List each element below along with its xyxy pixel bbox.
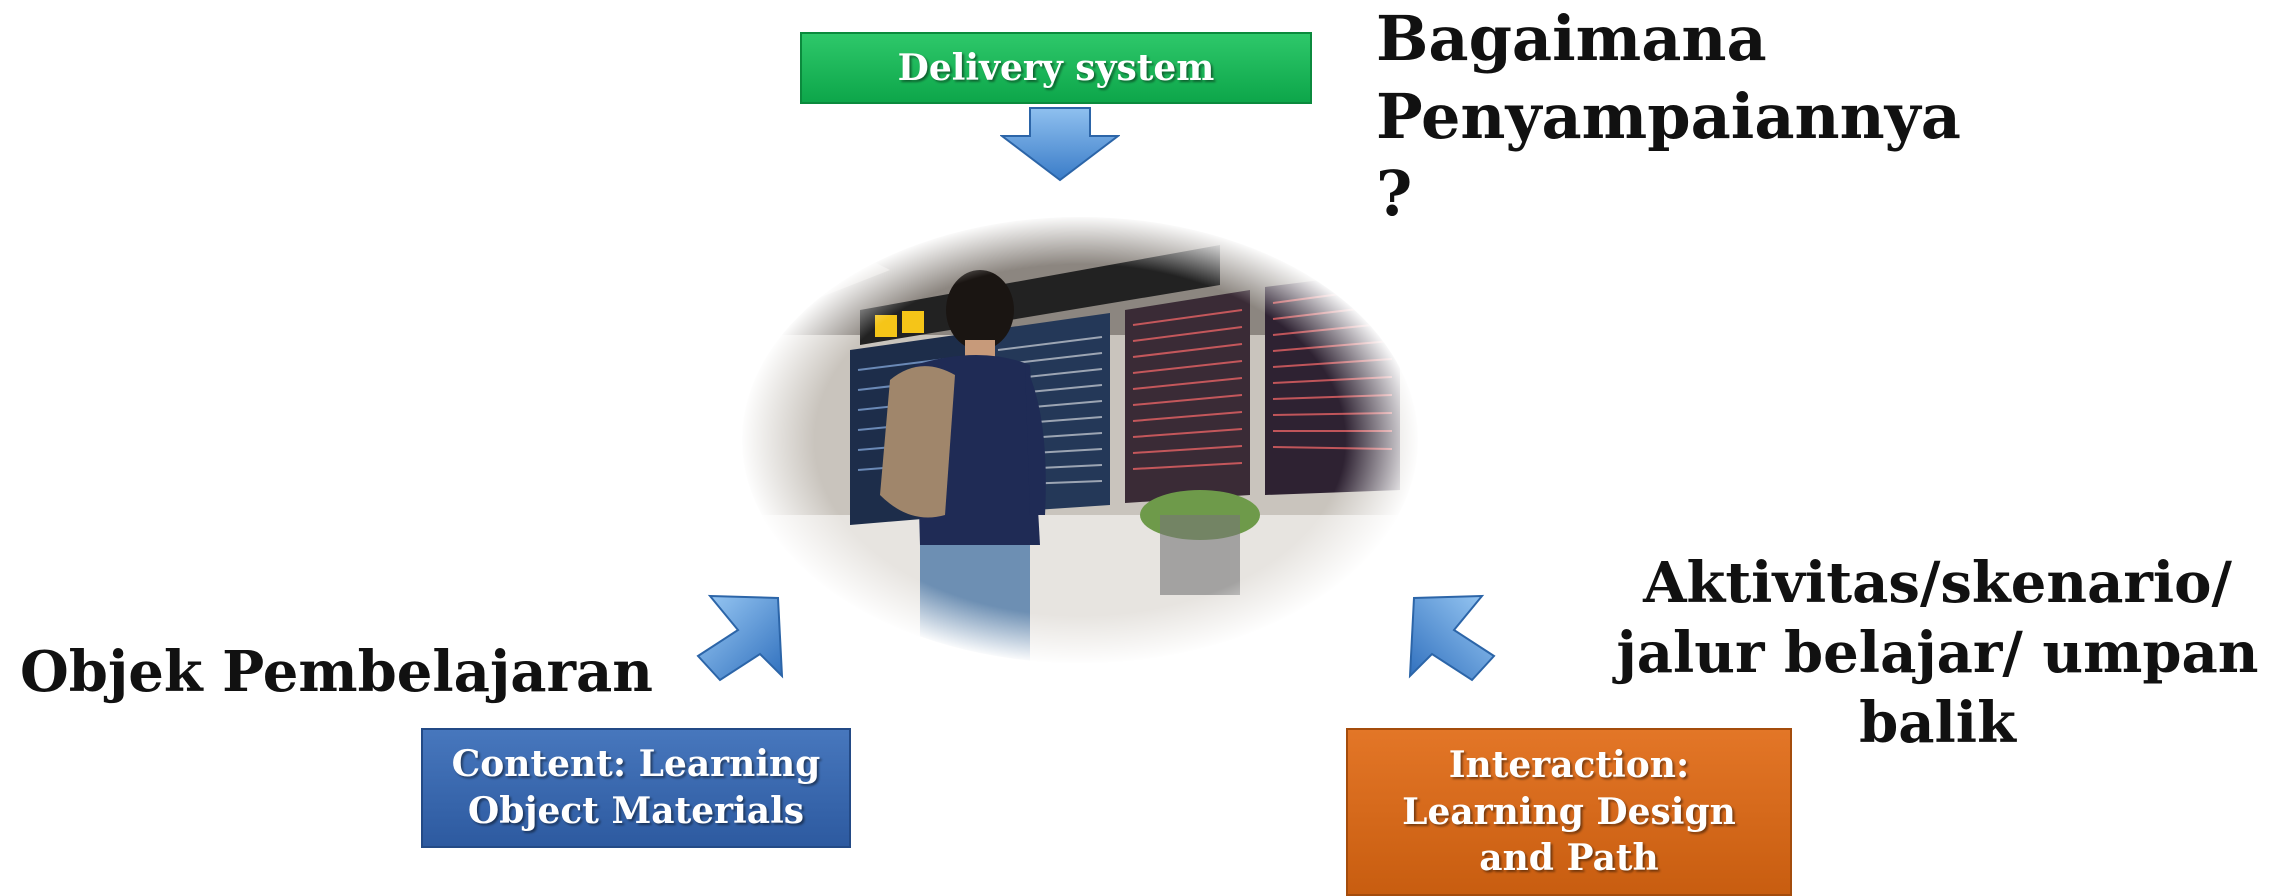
aktivitas-line-3: balik: [1859, 690, 2016, 756]
question-line-1: Bagaimana: [1376, 2, 1767, 75]
interaction-line-3: and Path: [1479, 837, 1659, 880]
question-line-3: ?: [1376, 157, 1413, 230]
interaction-line-1: Interaction:: [1448, 743, 1690, 786]
aktivitas-line-1: Aktivitas/skenario/: [1643, 550, 2232, 616]
interaction-box: Interaction: Learning Design and Path: [1346, 728, 1792, 896]
up-right-arrow-icon: [696, 594, 784, 682]
aktivitas-line-2: jalur belajar/ umpan: [1616, 620, 2259, 686]
delivery-system-box: Delivery system: [800, 32, 1312, 104]
content-line-1: Content: Learning: [451, 743, 821, 786]
interaction-line-2: Learning Design: [1402, 790, 1736, 833]
traveler-photo: [740, 215, 1420, 665]
question-heading: Bagaimana Penyampaiannya ?: [1376, 0, 1961, 233]
content-box: Content: Learning Object Materials: [421, 728, 851, 848]
delivery-system-label: Delivery system: [897, 46, 1215, 89]
aktivitas-label: Aktivitas/skenario/ jalur belajar/ umpan…: [1585, 548, 2290, 758]
content-line-2: Object Materials: [467, 790, 805, 832]
down-arrow-icon: [1000, 107, 1120, 182]
up-left-arrow-icon: [1408, 594, 1496, 682]
question-line-2: Penyampaiannya: [1376, 79, 1961, 153]
objek-pembelajaran-label: Objek Pembelajaran: [20, 639, 654, 705]
